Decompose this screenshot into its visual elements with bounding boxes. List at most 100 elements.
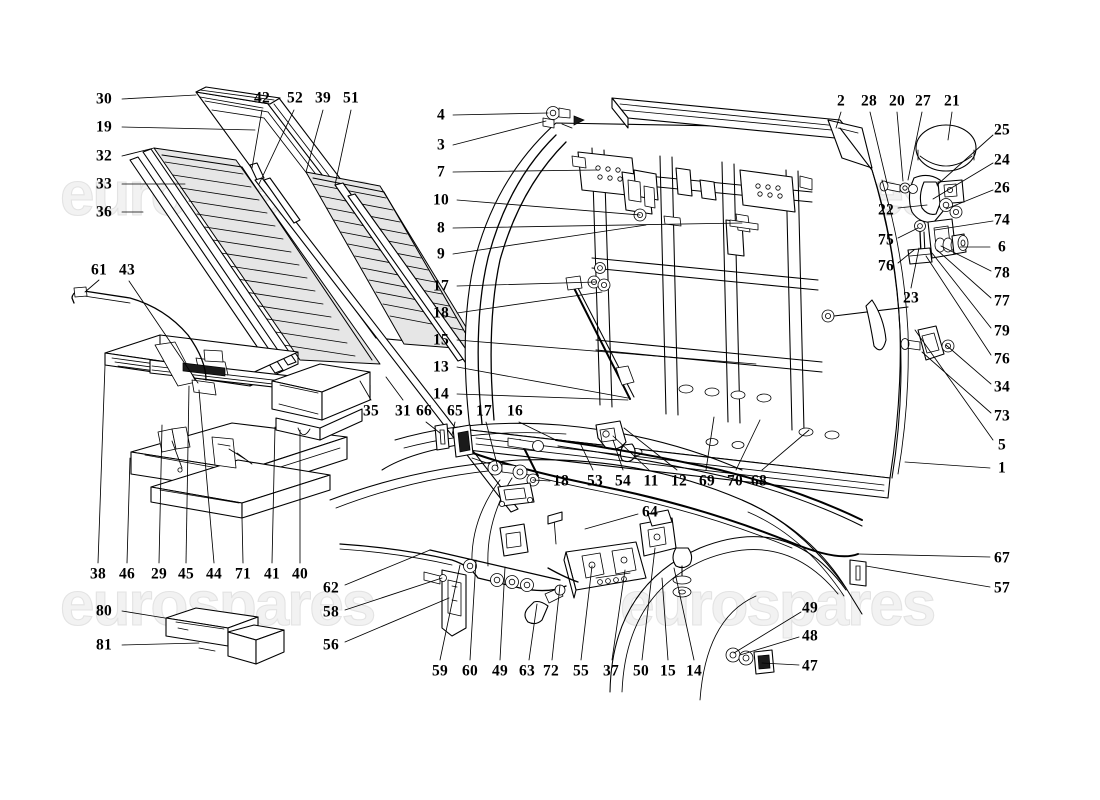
leader-line-51: [334, 109, 352, 186]
callout-number-69: 69: [699, 472, 715, 490]
leader-line-37: [611, 569, 626, 661]
callout-number-57: 57: [994, 579, 1010, 597]
leader-line-2: [835, 111, 842, 129]
callout-number-29: 29: [151, 565, 167, 583]
callout-number-24: 24: [994, 151, 1010, 169]
callout-number-46: 46: [119, 565, 135, 583]
callout-number-17b: 17: [476, 402, 492, 420]
callout-number-11: 11: [643, 472, 659, 490]
leader-line-30: [121, 94, 197, 100]
callout-number-78: 78: [994, 264, 1010, 282]
callout-number-28: 28: [861, 92, 877, 110]
callout-number-47: 47: [802, 657, 818, 675]
leader-line-26: [945, 189, 994, 210]
callout-number-53: 53: [587, 472, 603, 490]
callout-number-52: 52: [287, 89, 303, 107]
callout-number-5: 5: [998, 436, 1006, 454]
leader-line-47: [761, 662, 800, 666]
leader-line-65: [451, 421, 456, 436]
callout-number-19: 19: [96, 118, 112, 136]
callout-number-65: 65: [447, 402, 463, 420]
leader-line-57: [865, 565, 991, 588]
callout-number-39: 39: [315, 89, 331, 107]
callout-number-41: 41: [264, 565, 280, 583]
callout-number-15b: 15: [660, 662, 676, 680]
leader-line-55: [580, 565, 593, 661]
leader-line-9: [452, 224, 647, 255]
leader-line-group: [84, 94, 994, 666]
callout-number-43: 43: [119, 261, 135, 279]
leader-line-69: [705, 416, 715, 471]
leader-line-38: [97, 364, 106, 564]
callout-number-66: 66: [416, 402, 432, 420]
callout-number-16: 16: [507, 402, 523, 420]
leader-line-68: [761, 429, 810, 471]
leader-line-20: [896, 111, 904, 182]
leader-line-15b: [661, 577, 669, 661]
callout-number-76: 76: [994, 350, 1010, 368]
callout-number-49: 49: [492, 662, 508, 680]
callout-number-37: 37: [603, 662, 619, 680]
callout-number-76b: 76: [878, 257, 894, 275]
leader-line-19: [121, 126, 256, 131]
callout-number-40: 40: [292, 565, 308, 583]
callout-number-34: 34: [994, 378, 1010, 396]
callout-number-63: 63: [519, 662, 535, 680]
leader-line-14b: [673, 567, 695, 661]
leader-line-63: [528, 603, 538, 661]
callout-number-35: 35: [363, 402, 379, 420]
callout-number-71: 71: [235, 565, 251, 583]
leader-line-21: [947, 111, 953, 141]
callout-number-68: 68: [751, 472, 767, 490]
leader-line-7: [452, 169, 598, 173]
leader-line-18: [456, 291, 603, 314]
leader-line-81: [121, 642, 200, 646]
leader-line-34: [945, 344, 992, 385]
leader-line-73: [921, 351, 992, 414]
callout-number-27: 27: [915, 92, 931, 110]
leader-line-10: [456, 199, 641, 216]
callout-number-10: 10: [433, 191, 449, 209]
leader-line-52: [258, 109, 295, 185]
callout-number-44: 44: [206, 565, 222, 583]
leader-line-18b: [532, 479, 551, 482]
leader-line-45: [185, 385, 190, 564]
callout-number-51: 51: [343, 89, 359, 107]
leader-line-17: [456, 281, 597, 287]
callout-number-75: 75: [878, 231, 894, 249]
leader-line-59: [439, 564, 461, 661]
leader-line-41: [271, 426, 276, 564]
callout-number-14b: 14: [686, 662, 702, 680]
leader-line-67: [857, 553, 991, 558]
callout-number-72: 72: [543, 662, 559, 680]
callout-number-14: 14: [433, 385, 449, 403]
leader-line-64: [584, 513, 639, 530]
callout-number-45: 45: [178, 565, 194, 583]
leader-line-61: [84, 279, 100, 293]
callout-number-33: 33: [96, 175, 112, 193]
leader-line-60: [469, 559, 477, 661]
callout-number-15: 15: [433, 331, 449, 349]
callout-number-77: 77: [994, 292, 1010, 310]
callout-number-55: 55: [573, 662, 589, 680]
leader-line-32: [121, 147, 155, 157]
callout-number-67: 67: [994, 549, 1010, 567]
callout-number-25: 25: [994, 121, 1010, 139]
leader-line-15: [456, 339, 757, 365]
callout-number-6: 6: [998, 238, 1006, 256]
callout-number-23: 23: [903, 289, 919, 307]
callout-number-1: 1: [998, 459, 1006, 477]
leader-line-1: [904, 461, 991, 469]
callout-number-31: 31: [395, 402, 411, 420]
leader-line-29: [158, 424, 163, 564]
right-hardware-assembly: [839, 124, 977, 479]
watermark-text: eurospares: [620, 570, 934, 639]
leader-line-43: [128, 280, 199, 384]
callout-number-48: 48: [802, 627, 818, 645]
callout-number-7: 7: [437, 163, 445, 181]
callout-number-80: 80: [96, 602, 112, 620]
callout-number-17: 17: [433, 277, 449, 295]
leader-line-58: [344, 577, 443, 611]
callout-number-79: 79: [994, 322, 1010, 340]
